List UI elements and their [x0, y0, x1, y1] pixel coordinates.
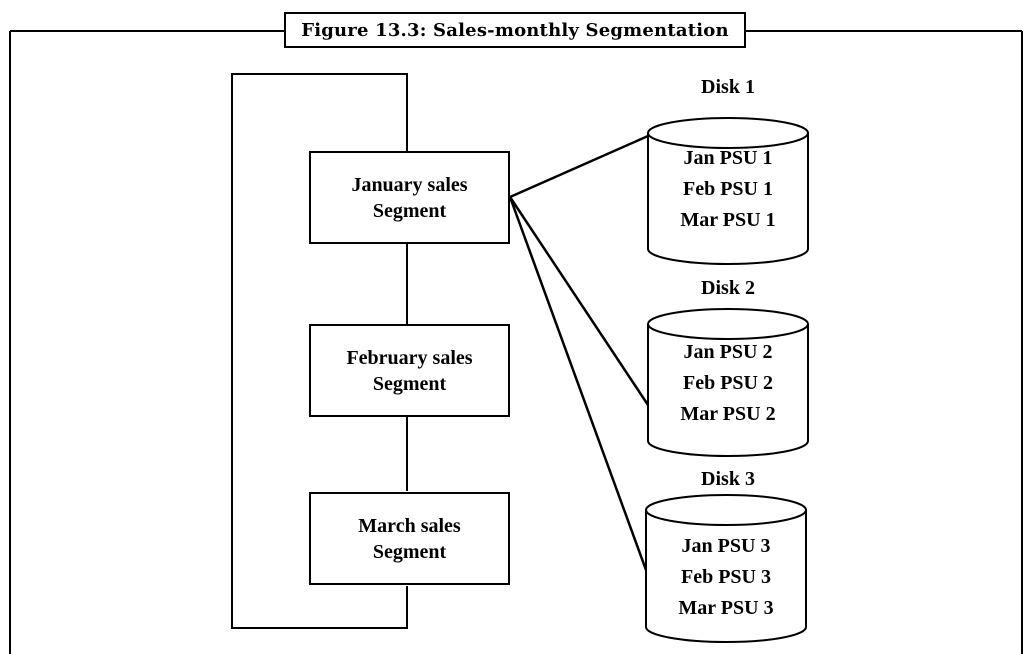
disk-connectors: [508, 134, 650, 571]
disk-1-row-feb: Feb PSU 1: [683, 178, 773, 200]
outer-frame: [9, 30, 1023, 654]
disk-cylinder-2: [647, 308, 809, 457]
disk-2-title: Disk 2: [701, 277, 755, 299]
disk-3-row-feb: Feb PSU 3: [681, 566, 771, 588]
disk-2-row-jan: Jan PSU 2: [683, 341, 773, 363]
disk-1-title: Disk 1: [701, 76, 755, 98]
disk-3-row-mar: Mar PSU 3: [678, 597, 774, 619]
segment-january: January sales Segment: [309, 151, 510, 244]
figure-caption: Figure 13.3: Sales-monthly Segmentation: [284, 12, 746, 48]
segment-february-line1: February sales: [346, 346, 473, 369]
segment-february: February sales Segment: [309, 324, 510, 417]
segment-march-line2: Segment: [372, 540, 447, 563]
disk-1-row-jan: Jan PSU 1: [683, 147, 773, 169]
disk-3-title: Disk 3: [701, 468, 755, 490]
connector-disk-2: [508, 196, 650, 406]
segment-january-line1: January sales: [351, 173, 468, 196]
segment-february-line2: Segment: [372, 372, 447, 395]
disk-cylinder-3: [645, 494, 807, 643]
disk-1-contents: Jan PSU 1 Feb PSU 1 Mar PSU 1: [648, 143, 808, 236]
loop-top: [231, 73, 408, 629]
segment-january-line2: Segment: [372, 199, 447, 222]
disk-3-row-jan: Jan PSU 3: [681, 535, 771, 557]
disk-2-contents: Jan PSU 2 Feb PSU 2 Mar PSU 2: [648, 337, 808, 430]
segment-loop-connector: [231, 73, 408, 629]
segment-march: March sales Segment: [309, 492, 510, 585]
segment-march-line1: March sales: [358, 514, 461, 537]
disk-3-contents: Jan PSU 3 Feb PSU 3 Mar PSU 3: [646, 531, 806, 624]
connector-disk-1: [509, 134, 649, 199]
disk-2-row-mar: Mar PSU 2: [680, 403, 776, 425]
connector-disk-3: [508, 196, 648, 571]
disk-cylinder-1: [647, 117, 809, 265]
disk-2-row-feb: Feb PSU 2: [683, 372, 773, 394]
disk-1-row-mar: Mar PSU 1: [680, 209, 776, 231]
